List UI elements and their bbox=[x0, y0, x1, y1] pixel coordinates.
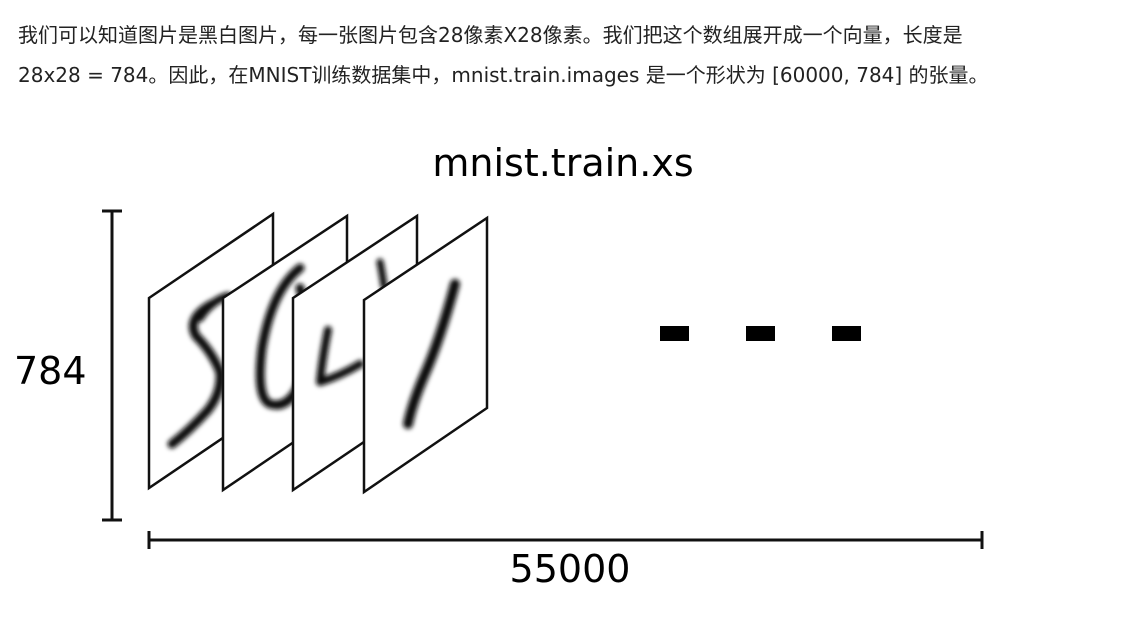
figure-title: mnist.train.xs bbox=[432, 141, 693, 185]
paragraph-line-1: 我们可以知道图片是黑白图片，每一张图片包含28像素X28像素。我们把这个数组展开… bbox=[18, 23, 963, 47]
digit-card-1 bbox=[362, 215, 489, 495]
vertical-dimension-bracket bbox=[102, 209, 122, 522]
horizontal-dimension-label: 55000 bbox=[510, 547, 631, 591]
ellipsis-dashes bbox=[660, 326, 861, 341]
vertical-dimension-label: 784 bbox=[14, 349, 87, 393]
ellipsis-dash bbox=[660, 326, 689, 341]
ellipsis-dash bbox=[832, 326, 861, 341]
ellipsis-dash bbox=[746, 326, 775, 341]
intro-paragraph: 我们可以知道图片是黑白图片，每一张图片包含28像素X28像素。我们把这个数组展开… bbox=[18, 15, 1118, 95]
paragraph-line-2: 28x28 = 784。因此，在MNIST训练数据集中，mnist.train.… bbox=[18, 63, 989, 87]
horizontal-dimension-bracket bbox=[147, 531, 984, 549]
